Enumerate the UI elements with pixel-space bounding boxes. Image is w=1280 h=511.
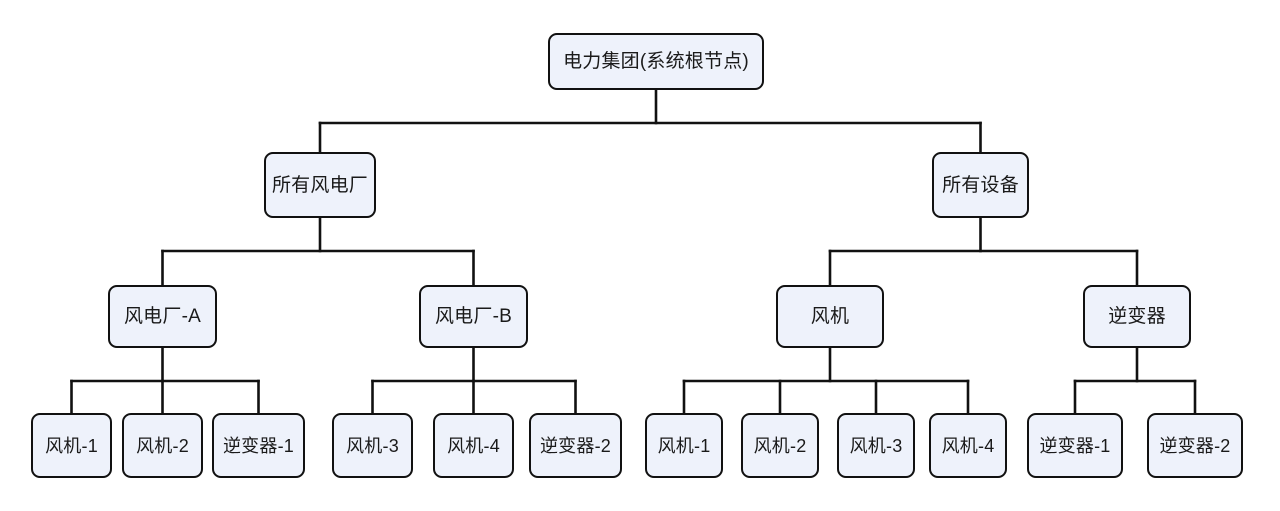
node-leaf-turbine-4-9[interactable]: 风机-4 [929,413,1007,478]
node-label: 逆变器-2 [1159,435,1231,456]
node-leaf-turbine-1-0[interactable]: 风机-1 [31,413,112,478]
node-label: 风机-4 [941,435,995,456]
node-all-farms[interactable]: 所有风电厂 [264,152,376,218]
node-label: 风机-1 [45,435,98,456]
node-label: 逆变器-1 [222,435,294,456]
node-label: 风机-2 [753,435,807,456]
node-leaf-inverter-2-11[interactable]: 逆变器-2 [1147,413,1243,478]
node-leaf-turbine-2-1[interactable]: 风机-2 [122,413,203,478]
node-label: 逆变器 [1108,306,1166,327]
node-leaf-turbine-2-7[interactable]: 风机-2 [741,413,819,478]
node-label: 所有设备 [942,174,1019,196]
node-root[interactable]: 电力集团(系统根节点) [548,33,764,90]
node-farm-a[interactable]: 风电厂-A [108,285,217,348]
node-label: 风机-3 [346,435,399,456]
node-label: 风机-4 [447,435,500,456]
node-turbine-group[interactable]: 风机 [776,285,884,348]
node-inverter-group[interactable]: 逆变器 [1083,285,1191,348]
node-label: 所有风电厂 [271,174,368,196]
node-leaf-inverter-1-10[interactable]: 逆变器-1 [1027,413,1123,478]
node-leaf-turbine-3-8[interactable]: 风机-3 [837,413,915,478]
node-label: 风电厂-A [123,306,201,327]
node-leaf-inverter-2-5[interactable]: 逆变器-2 [529,413,622,478]
node-label: 风电厂-B [434,306,512,327]
node-label: 逆变器-2 [539,435,611,456]
node-label: 风机-3 [849,435,903,456]
node-leaf-inverter-1-2[interactable]: 逆变器-1 [212,413,305,478]
node-label: 电力集团(系统根节点) [563,51,749,72]
node-label: 逆变器-1 [1039,435,1111,456]
node-label: 风机 [810,306,850,327]
node-label: 风机-2 [136,435,189,456]
node-leaf-turbine-4-4[interactable]: 风机-4 [433,413,514,478]
node-all-devices[interactable]: 所有设备 [932,152,1029,218]
node-leaf-turbine-1-6[interactable]: 风机-1 [645,413,723,478]
node-leaf-turbine-3-3[interactable]: 风机-3 [332,413,413,478]
node-farm-b[interactable]: 风电厂-B [419,285,528,348]
node-label: 风机-1 [657,435,711,456]
